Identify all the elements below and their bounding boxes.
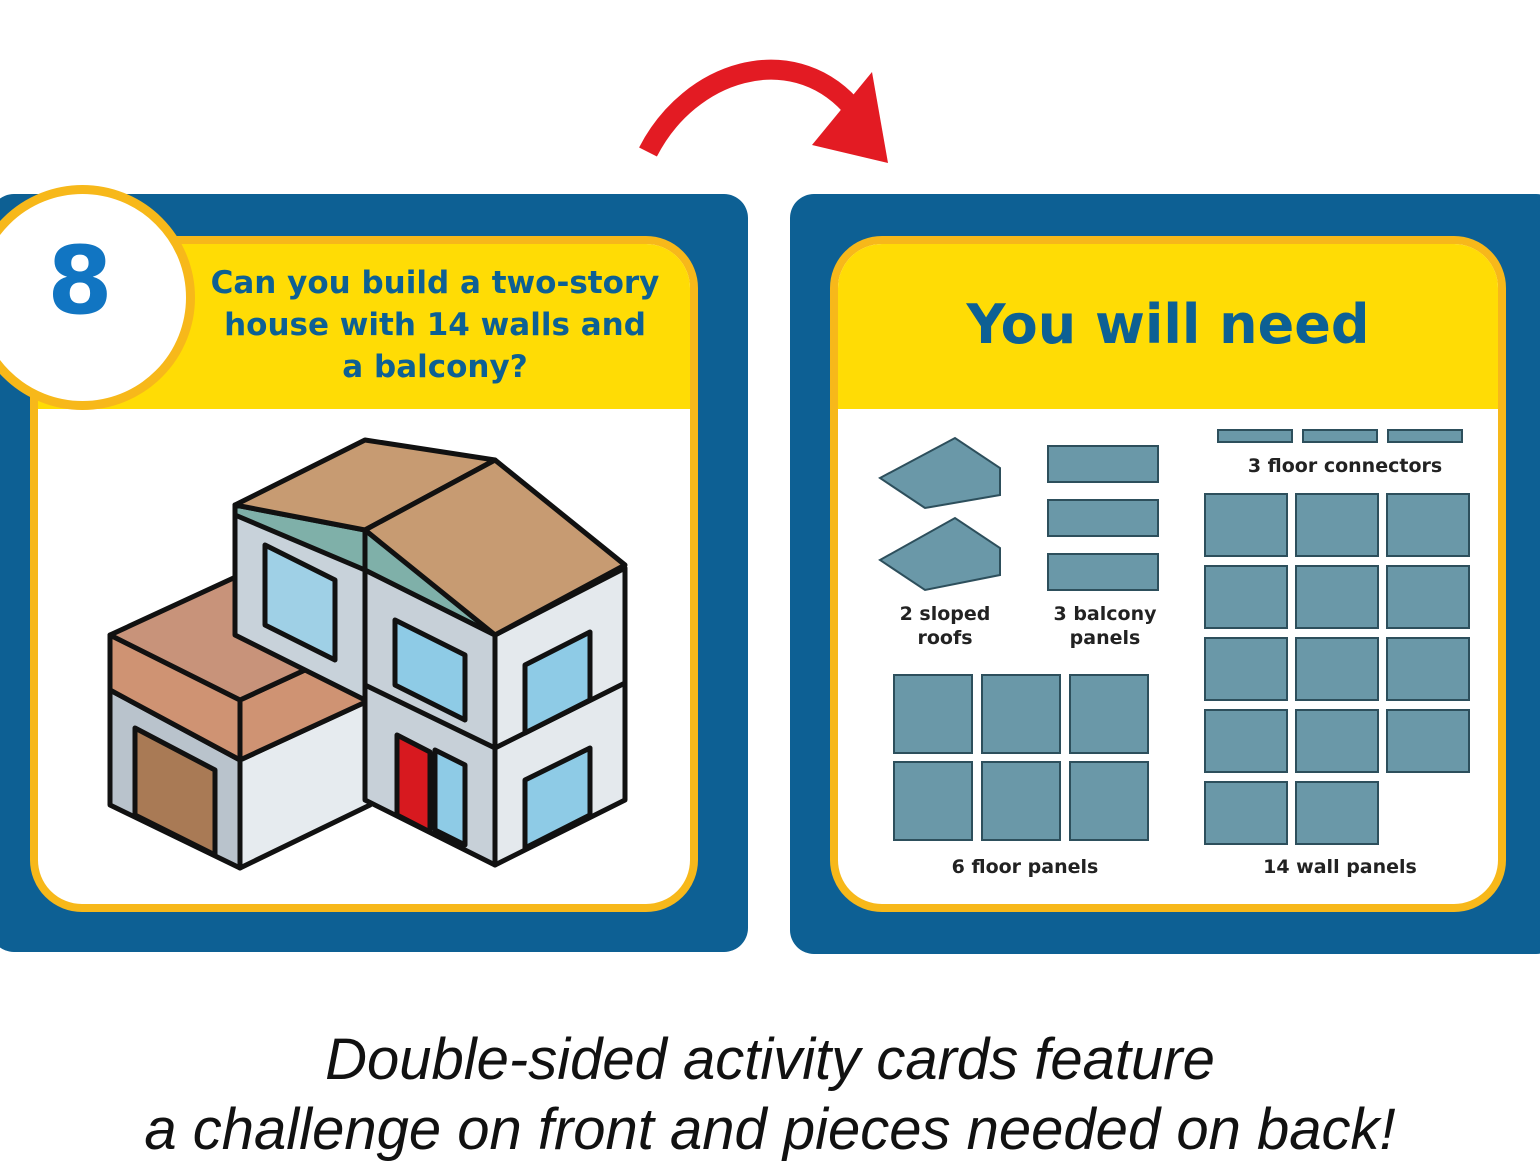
sloped-roofs-label: 2 sloped roofs: [880, 602, 1010, 650]
wall-panel-piece: [1204, 781, 1288, 845]
caption-line-2: a challenge on front and pieces needed o…: [144, 1097, 1396, 1162]
floor-connector-piece: [1387, 429, 1463, 443]
wall-panel-piece: [1204, 493, 1288, 557]
floor-panel-piece: [1069, 674, 1149, 754]
sloped-roof-piece: [878, 436, 1001, 510]
floor-connectors-label: 3 floor connectors: [1247, 455, 1443, 477]
wall-panel-piece: [1204, 709, 1288, 773]
wall-panel-piece: [1295, 709, 1379, 773]
challenge-number: 8: [47, 227, 113, 336]
back-card-header: [838, 244, 1498, 409]
label-line: 2 sloped: [899, 603, 991, 625]
label-line: panels: [1069, 627, 1141, 649]
floor-panel-piece: [981, 761, 1061, 841]
wall-panel-piece: [1295, 637, 1379, 701]
challenge-number-badge: [0, 185, 195, 410]
wall-panel-piece: [1386, 709, 1470, 773]
challenge-line: house with 14 walls and: [224, 307, 646, 343]
you-will-need-title: You will need: [966, 293, 1370, 356]
floor-panel-piece: [893, 761, 973, 841]
floor-panel-piece: [893, 674, 973, 754]
wall-panel-piece: [1295, 493, 1379, 557]
wall-panel-piece: [1386, 637, 1470, 701]
wall-panel-piece: [1386, 493, 1470, 557]
floor-connector-piece: [1217, 429, 1293, 443]
label-line: 3 balcony: [1053, 603, 1157, 625]
wall-panels-label: 14 wall panels: [1263, 856, 1417, 878]
floor-panel-piece: [981, 674, 1061, 754]
caption-line-1: Double-sided activity cards feature: [325, 1027, 1215, 1092]
wall-panel-piece: [1386, 565, 1470, 629]
wall-panel-piece: [1295, 781, 1379, 845]
wall-panel-piece: [1295, 565, 1379, 629]
floor-panels-label: 6 floor panels: [951, 856, 1099, 878]
floor-panel-piece: [1069, 761, 1149, 841]
balcony-panel-piece: [1047, 499, 1159, 537]
label-line: roofs: [917, 627, 973, 649]
wall-panel-piece: [1204, 565, 1288, 629]
floor-connector-piece: [1302, 429, 1378, 443]
challenge-question: Can you build a two-story house with 14 …: [205, 262, 665, 388]
flip-arrow-icon: [639, 59, 888, 163]
balcony-panels-label: 3 balcony panels: [1040, 602, 1170, 650]
balcony-panel-piece: [1047, 553, 1159, 591]
sloped-roof-piece: [878, 516, 1001, 592]
challenge-line: Can you build a two-story: [210, 265, 660, 301]
challenge-line: a balcony?: [342, 349, 528, 385]
wall-panel-piece: [1204, 637, 1288, 701]
balcony-panel-piece: [1047, 445, 1159, 483]
